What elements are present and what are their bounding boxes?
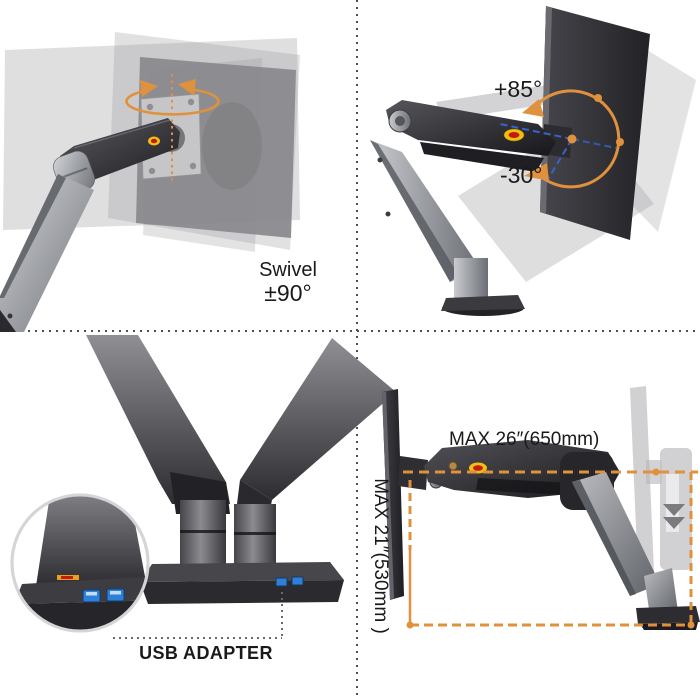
arm-lower-segment [370, 140, 480, 282]
quadrant-divider-horizontal [0, 330, 700, 332]
tilt-illustration [370, 6, 696, 316]
desk-base [441, 295, 525, 316]
foot-cylinder [644, 568, 678, 616]
left-arm [86, 335, 230, 514]
swivel-illustration [0, 32, 300, 332]
usb-base-illustration [10, 335, 396, 633]
swivel-range-label: Swivel ±90° [243, 259, 333, 307]
panel-shadow [202, 102, 262, 190]
monitor-side-panel [540, 6, 650, 240]
swivel-word: Swivel [259, 259, 317, 281]
ghost-pole-and-monitor [630, 386, 692, 575]
arm-upper-segment [386, 100, 556, 172]
rotation-arrows-icon [125, 79, 220, 116]
max-width-label: MAX 26″(650mm) [449, 429, 600, 450]
arm-lower-segment [572, 472, 660, 596]
dimension-box-dashed [403, 468, 698, 629]
usb-callout-line-horizontal [113, 637, 282, 639]
swivel-degrees: ±90° [264, 280, 312, 307]
dimensions-illustration [382, 386, 700, 630]
nb-logo [148, 136, 160, 146]
height-adjust-chevron-icon [663, 504, 685, 529]
usb-adapter-label: USB ADAPTER [139, 643, 273, 663]
base-column [454, 258, 488, 302]
tilt-range-arc-icon [522, 89, 624, 189]
arm-lower-segment [0, 174, 94, 332]
max-height-label: MAX 21″(530mm ) [370, 478, 391, 634]
quadrant-divider-vertical [356, 0, 358, 700]
shared-desk-base [140, 562, 344, 604]
usb-ports [275, 576, 304, 587]
tilt-up-label: +85° [494, 76, 543, 102]
magnifier-detail-circle [10, 493, 150, 633]
nb-logo [503, 128, 525, 142]
tilt-down-label: -30° [500, 162, 543, 188]
monitor-side-panel [382, 389, 404, 600]
usb-callout-line-vertical [281, 592, 283, 638]
usb-ports-zoomed [82, 588, 125, 603]
